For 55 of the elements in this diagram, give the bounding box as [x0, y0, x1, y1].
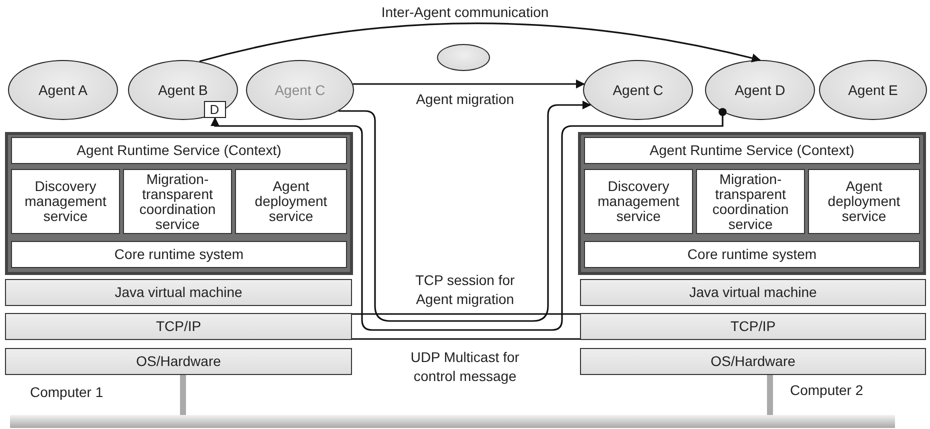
- service-label: Core runtime system: [113, 247, 245, 262]
- agent-tag-box: [204, 100, 226, 118]
- service-box: [584, 137, 920, 164]
- connector-arrow: [210, 108, 727, 331]
- service-label: Migration-transparent coordination service: [138, 172, 217, 232]
- connection-label: UDP Multicast for control message: [410, 348, 520, 386]
- agent-ellipse: [437, 44, 490, 71]
- network-link: [180, 375, 186, 415]
- layer-label: Java virtual machine: [114, 285, 244, 300]
- layer-box: [580, 279, 926, 306]
- agent-label: Agent B: [157, 82, 209, 98]
- service-label: Core runtime system: [686, 247, 818, 262]
- connector-arrow: [351, 313, 581, 340]
- agent-label: Agent E: [847, 82, 899, 98]
- service-label: Discovery management service: [24, 179, 108, 224]
- agent-label: Agent D: [734, 82, 786, 98]
- layer-box: [5, 348, 352, 375]
- service-box: [11, 137, 347, 164]
- layer-label: TCP/IP: [154, 319, 202, 334]
- layer-box: [5, 313, 352, 340]
- agent-label: Agent C: [612, 82, 664, 98]
- service-label: Agent Runtime Service (Context): [648, 143, 856, 158]
- computer-label: Computer 2: [790, 381, 864, 400]
- network-bar: [10, 415, 895, 428]
- computer-label: Computer 1: [30, 383, 104, 402]
- service-box: [696, 169, 805, 234]
- layer-label: OS/Hardware: [135, 354, 222, 369]
- service-box: [584, 169, 693, 234]
- service-box: [11, 169, 120, 234]
- agent-label: Agent A: [37, 82, 89, 98]
- runtime-frame: [578, 132, 926, 275]
- service-box: [11, 241, 347, 268]
- network-link: [767, 375, 773, 415]
- layer-box: [5, 279, 352, 306]
- tag-label: D: [208, 102, 220, 116]
- layer-label: OS/Hardware: [710, 354, 796, 369]
- connector-arrow: [352, 80, 585, 88]
- service-box: [123, 169, 232, 234]
- service-box: [584, 241, 920, 268]
- connector-arrow: [338, 100, 592, 322]
- connector-arrow: [199, 22, 761, 63]
- service-label: Discovery management service: [596, 179, 680, 224]
- layer-box: [580, 348, 926, 375]
- service-box: [808, 169, 920, 234]
- runtime-frame: [5, 132, 353, 275]
- service-label: Agent deployment service: [254, 179, 328, 224]
- service-box: [235, 169, 347, 234]
- layer-label: TCP/IP: [729, 319, 777, 334]
- connection-label: TCP session for Agent migration: [414, 271, 516, 309]
- service-label: Agent Runtime Service (Context): [76, 143, 282, 158]
- service-label: Migration-transparent coordination service: [711, 172, 790, 232]
- layer-box: [580, 313, 926, 340]
- layer-label: Java virtual machine: [688, 285, 818, 300]
- service-label: Agent deployment service: [826, 179, 902, 224]
- agent-label: Agent C: [274, 82, 326, 98]
